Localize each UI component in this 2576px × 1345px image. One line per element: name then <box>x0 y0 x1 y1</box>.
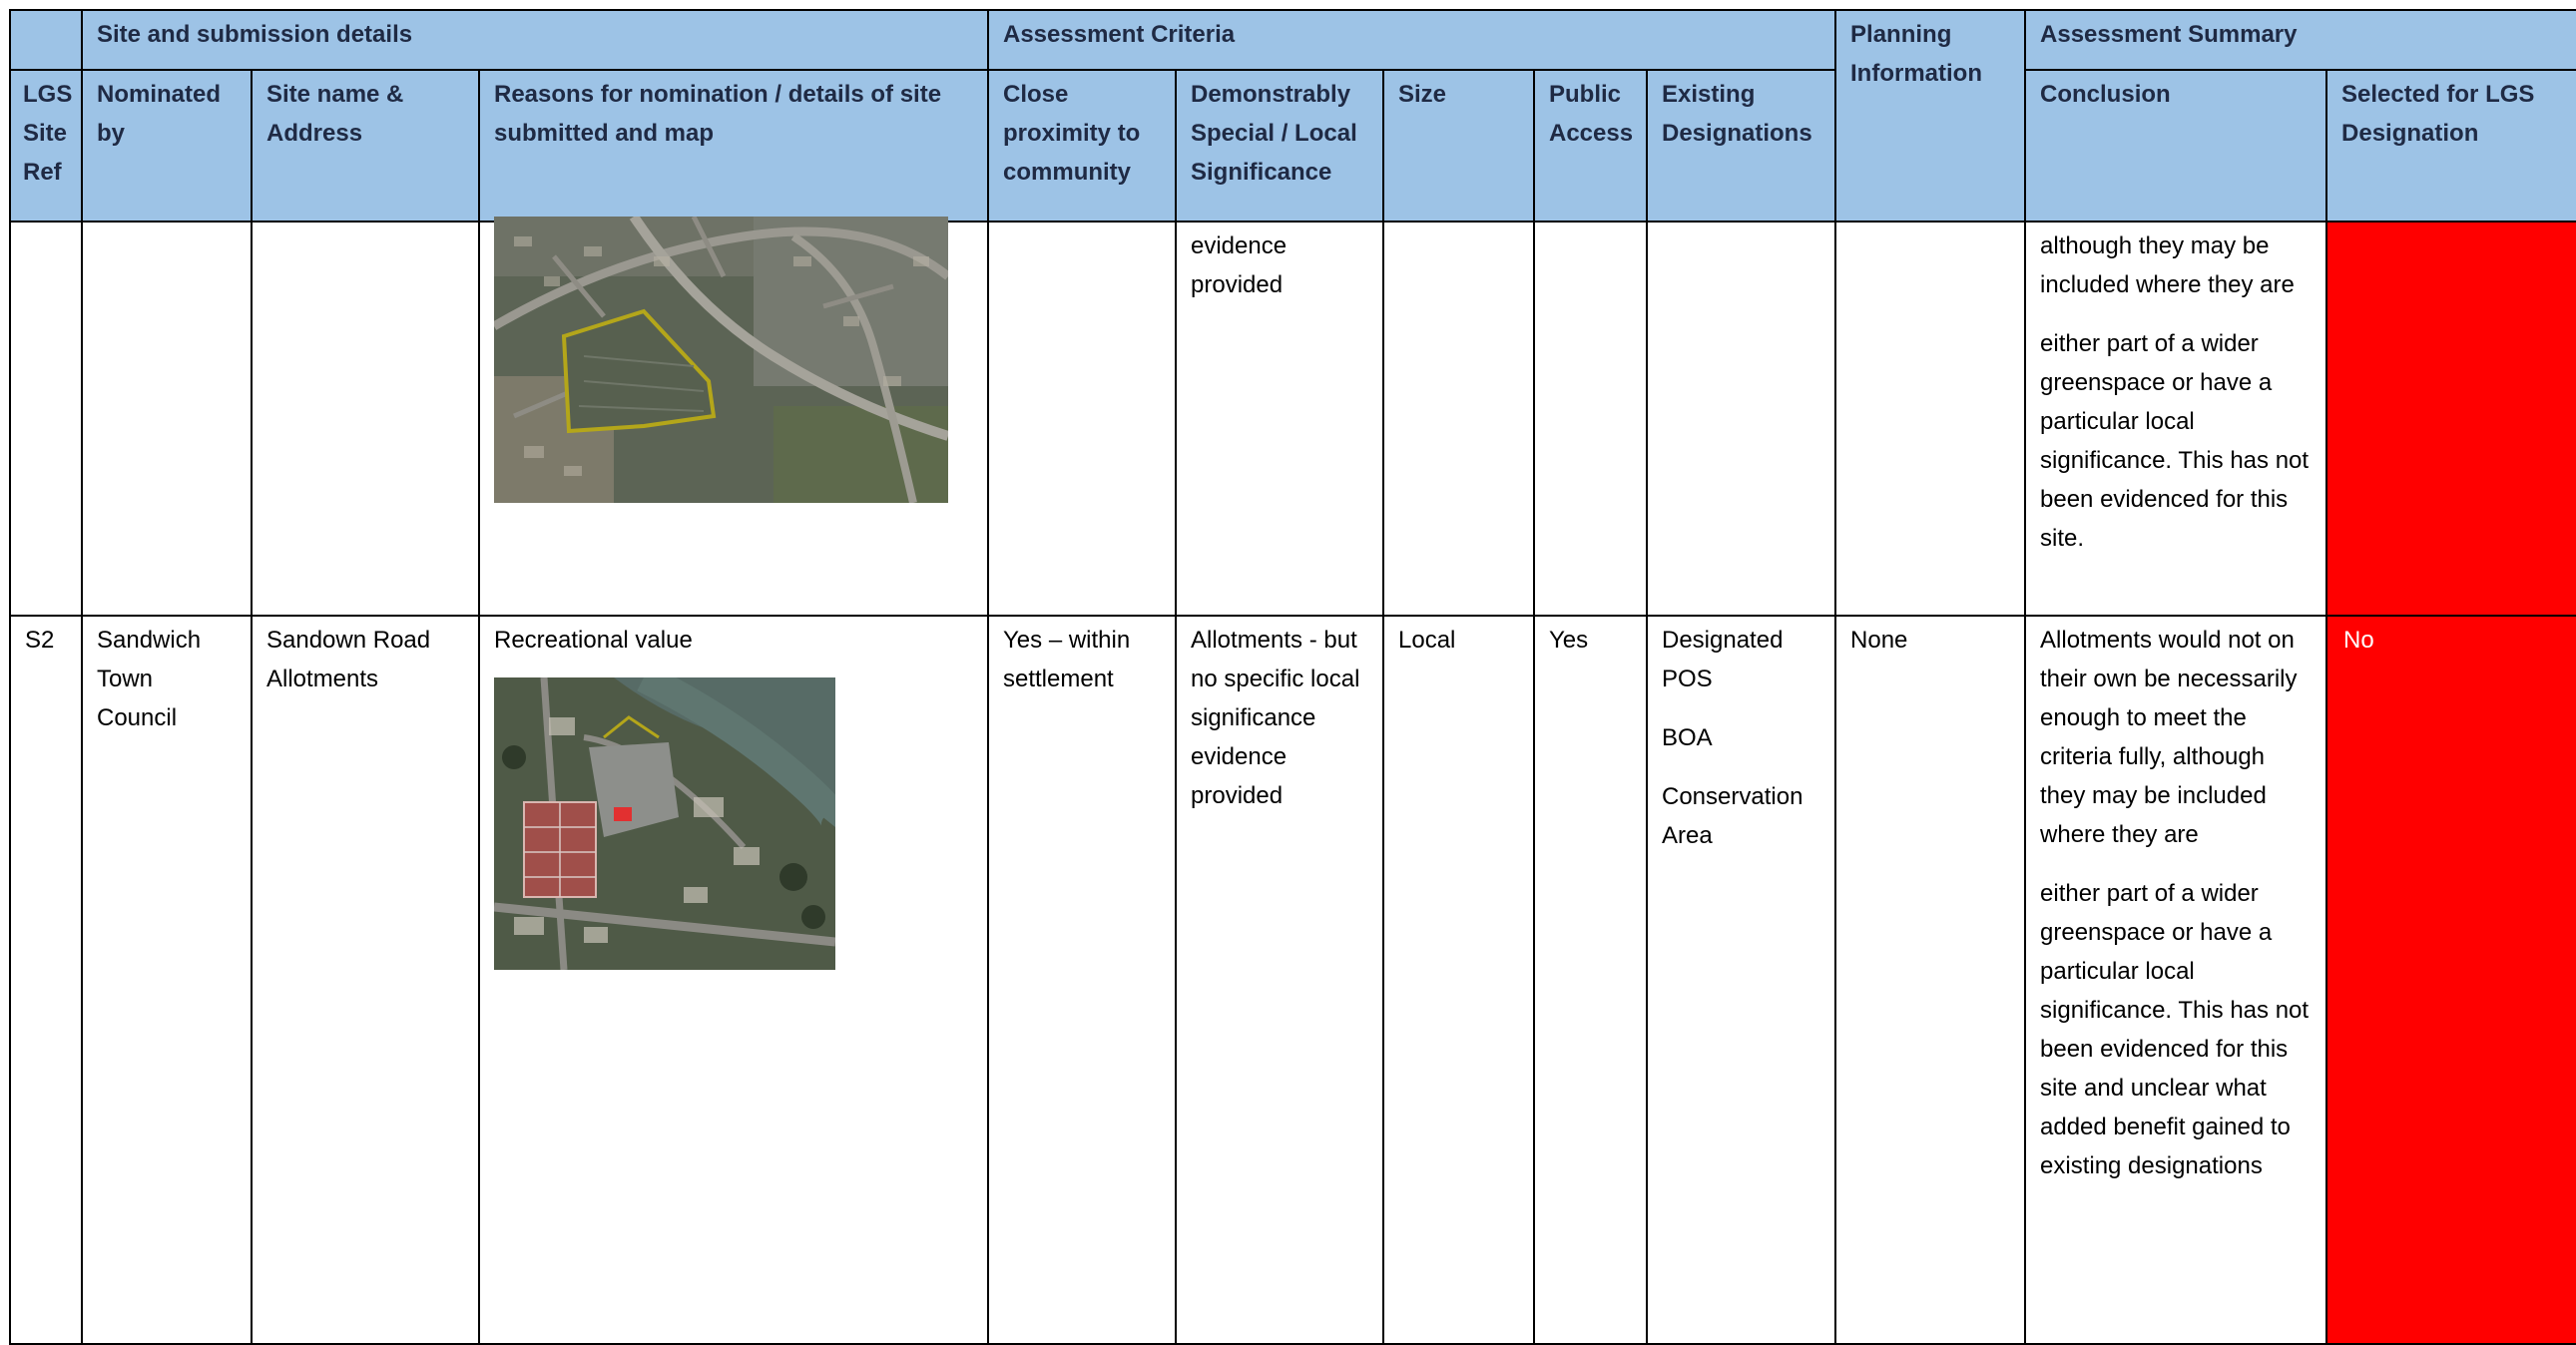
conclusion-paragraph: Allotments would not on their own be nec… <box>2040 627 2298 848</box>
header-proximity: Close proximity to community <box>987 69 1177 223</box>
conclusion-paragraph: although they may be included where they… <box>2040 232 2295 298</box>
cell-planning: None <box>1834 615 2027 1345</box>
header-existing-designations: Existing Designations <box>1645 69 1837 223</box>
cell-size <box>1382 221 1535 617</box>
header-size: Size <box>1382 69 1535 223</box>
conclusion-paragraph: either part of a wider greenspace or hav… <box>2040 330 2310 552</box>
table-row: evidence provided although they may be i… <box>9 217 2576 617</box>
header-assessment-summary: Assessment Summary <box>2024 9 2576 71</box>
cell-site <box>251 221 480 617</box>
conclusion-paragraph: either part of a wider greenspace or hav… <box>2040 880 2310 1179</box>
designation-item: Conservation Area <box>1662 783 1803 849</box>
cell-special: Allotments - but no specific local signi… <box>1175 615 1384 1345</box>
cell-designations <box>1645 221 1837 617</box>
cell-ref <box>9 221 83 617</box>
cell-conclusion: although they may be included where they… <box>2024 221 2328 617</box>
designation-item: Designated POS <box>1662 627 1784 692</box>
header-empty-cell <box>9 9 83 71</box>
header-public-access: Public Access <box>1533 69 1648 223</box>
header-selected: Selected for LGS Designation <box>2325 69 2576 223</box>
site-map-image <box>494 677 835 970</box>
designation-item: BOA <box>1662 724 1713 751</box>
header-conclusion: Conclusion <box>2024 69 2328 223</box>
cell-planning <box>1834 221 2027 617</box>
lgs-assessment-table: Site and submission details Assessment C… <box>9 9 2576 1345</box>
cell-ref: S2 <box>9 615 83 1345</box>
header-lgs-site-ref: LGS Site Ref <box>9 69 83 223</box>
header-assessment-criteria: Assessment Criteria <box>986 9 1837 71</box>
header-column-row: LGS Site Ref Nominated by Site name & Ad… <box>9 69 2576 223</box>
header-nominated-by: Nominated by <box>81 69 253 223</box>
cell-selected <box>2325 221 2576 617</box>
cell-nominated <box>81 221 253 617</box>
cell-special: evidence provided <box>1175 221 1384 617</box>
site-map-image <box>494 217 948 503</box>
reasons-text: Recreational value <box>494 627 693 654</box>
cell-size: Local <box>1382 615 1535 1345</box>
cell-proximity: Yes – within settlement <box>987 615 1177 1345</box>
cell-proximity <box>987 221 1177 617</box>
header-special: Demonstrably Special / Local Significanc… <box>1175 69 1384 223</box>
cell-reasons: Recreational value <box>478 615 989 1345</box>
cell-nominated: Sandwich Town Council <box>81 615 253 1345</box>
header-planning-information: Planning Information <box>1834 9 2027 223</box>
cell-selected: No <box>2325 615 2576 1345</box>
header-site-submission: Site and submission details <box>81 9 989 71</box>
cell-conclusion: Allotments would not on their own be nec… <box>2024 615 2328 1345</box>
header-group-row: Site and submission details Assessment C… <box>9 9 2576 223</box>
cell-designations: Designated POS BOA Conservation Area <box>1645 615 1837 1345</box>
cell-reasons <box>478 217 989 617</box>
header-reasons: Reasons for nomination / details of site… <box>478 69 989 223</box>
table-row: S2 Sandwich Town Council Sandown Road Al… <box>9 615 2576 1345</box>
cell-access <box>1533 221 1648 617</box>
cell-access: Yes <box>1533 615 1648 1345</box>
cell-site: Sandown Road Allotments <box>251 615 480 1345</box>
header-site-name: Site name & Address <box>251 69 480 223</box>
